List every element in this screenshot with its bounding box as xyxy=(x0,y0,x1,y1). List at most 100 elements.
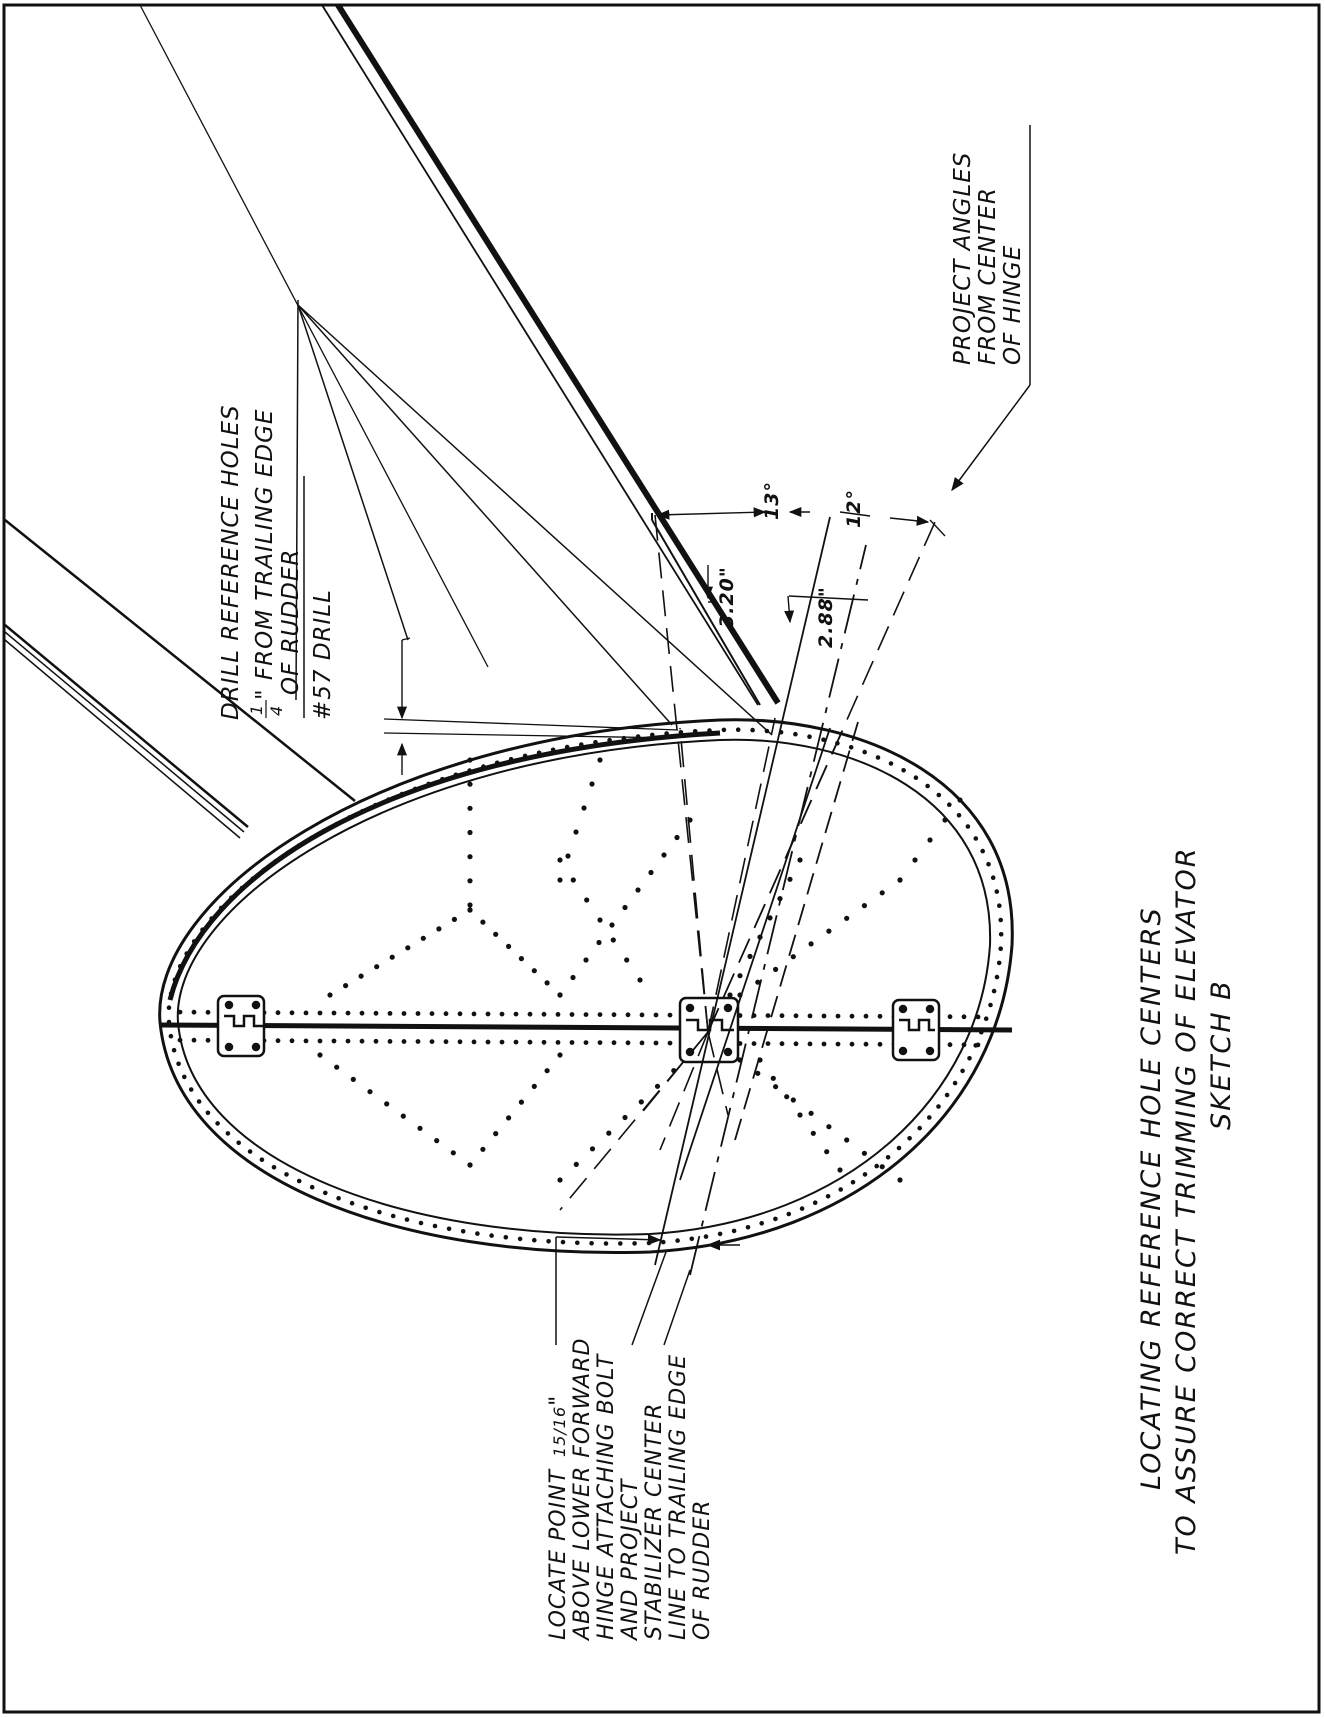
rivet-dot xyxy=(835,1041,841,1047)
rivet-pattern xyxy=(317,757,963,1183)
rivet-dot xyxy=(583,957,589,963)
rivet-dot xyxy=(717,1231,723,1237)
rivet-dot xyxy=(450,1150,456,1156)
rivet-dot xyxy=(480,919,486,925)
dim-distance-upper: 3.20" xyxy=(716,566,738,628)
rivet-dot xyxy=(861,903,868,909)
rivet-dot xyxy=(541,1039,547,1045)
rivet-dot xyxy=(755,1070,761,1076)
rivet-dot xyxy=(597,917,603,923)
rivet-dot xyxy=(765,1041,771,1046)
rivet-dot xyxy=(888,761,894,766)
rivet-dot xyxy=(177,1009,183,1015)
rivet-dot xyxy=(770,1075,776,1081)
rivet-dot xyxy=(654,1083,661,1089)
rivet-dot xyxy=(994,889,1000,894)
rivet-dot xyxy=(205,1110,211,1116)
rivet-dot xyxy=(377,1209,382,1215)
rivet-dot xyxy=(323,1190,328,1196)
rivet-dot xyxy=(874,1163,879,1169)
rivet-dot xyxy=(737,973,743,979)
rivet-dot xyxy=(480,1146,486,1152)
rivet-dot xyxy=(596,939,602,946)
rivet-dot xyxy=(849,1013,855,1019)
rivet-dot xyxy=(236,1140,241,1146)
rivet-dot xyxy=(986,861,991,867)
rivet-dot xyxy=(420,935,426,941)
rivet-dot xyxy=(432,1223,438,1229)
rivet-dot xyxy=(773,966,779,973)
drill-note-line2: " FROM TRAILING EDGE xyxy=(252,409,278,700)
rivet-dot xyxy=(848,745,854,750)
rivet-dot xyxy=(797,857,803,863)
rivet-dot xyxy=(387,1039,393,1044)
sketch-title: LOCATING REFERENCE HOLE CENTERS TO ASSUR… xyxy=(1136,846,1237,1555)
rivet-dot xyxy=(557,1052,563,1058)
distance-dimension-lines xyxy=(702,565,869,624)
title-line2: TO ASSURE CORRECT TRIMMING OF ELEVATOR xyxy=(1171,846,1202,1555)
rivet-dot xyxy=(557,877,563,883)
rivet-dot xyxy=(188,1087,194,1092)
drawing-border xyxy=(2,3,1321,1714)
rivet-dot xyxy=(973,836,979,841)
drill-note-line3: OF RUDDER xyxy=(278,549,304,695)
rivet-dot xyxy=(877,1041,883,1047)
rivet-dot xyxy=(373,1038,379,1044)
rivet-dot xyxy=(793,1041,799,1047)
rivet-dot xyxy=(247,1149,253,1154)
rivet-dot xyxy=(618,1241,623,1246)
rivet-dot xyxy=(513,1039,519,1045)
rivet-dot xyxy=(956,813,962,818)
elevator-beam xyxy=(321,3,781,706)
stabilizer-outline xyxy=(4,519,356,839)
locate-note-line2: ABOVE LOWER FORWARD xyxy=(570,1338,595,1642)
rivet-dot xyxy=(565,853,571,859)
rudder-disk xyxy=(158,718,1014,1255)
rivet-dot xyxy=(475,1231,480,1236)
rivet-dot xyxy=(275,1038,281,1044)
rivet-dot xyxy=(625,1012,631,1018)
rivet-dot xyxy=(373,1010,379,1016)
rivet-dot xyxy=(947,1014,953,1020)
rivet-dot xyxy=(557,1177,563,1183)
rivet-dot xyxy=(994,974,1000,980)
rivet-dot xyxy=(808,1110,814,1116)
rivet-dot xyxy=(345,1038,351,1044)
rivet-dot xyxy=(367,1089,373,1095)
rivet-dot xyxy=(750,727,755,733)
rivet-dot xyxy=(653,1012,659,1018)
rivet-dot xyxy=(952,1080,958,1086)
rivet-dot xyxy=(384,1101,390,1107)
rivet-dot xyxy=(569,1040,575,1045)
rivet-dot xyxy=(570,877,576,883)
rivet-dot xyxy=(359,1038,365,1044)
rivet-dot xyxy=(747,953,753,960)
rivet-dot xyxy=(358,973,364,979)
rivet-dot xyxy=(751,1041,757,1046)
rivet-dot xyxy=(415,1011,421,1016)
rivet-dot xyxy=(443,1039,449,1045)
drill-note: DRILL REFERENCE HOLES 1 4 " FROM TRAILIN… xyxy=(218,404,336,720)
rivet-dot xyxy=(467,907,473,913)
rivet-dot xyxy=(807,1013,813,1019)
rivet-dot xyxy=(773,1216,778,1222)
rivet-dot xyxy=(166,1005,172,1010)
rivet-dot xyxy=(331,1010,337,1016)
dim-distance-lower: 2.88" xyxy=(815,586,837,648)
rivet-dot xyxy=(850,1179,856,1185)
rivet-dot xyxy=(638,1099,644,1105)
rivet-dot xyxy=(790,1097,796,1103)
drill-note-line4: #57 DRILL xyxy=(310,589,336,720)
rivet-dot xyxy=(555,1040,561,1045)
rivet-dot xyxy=(988,1002,993,1008)
rivet-dot xyxy=(259,1157,265,1162)
rudder-outer-rim xyxy=(158,718,1014,1255)
rivet-dot xyxy=(374,964,380,970)
rivet-dot xyxy=(467,829,473,836)
rivet-dot xyxy=(350,1076,356,1082)
rivet-dot xyxy=(503,1235,509,1240)
rivet-dot xyxy=(793,1013,799,1019)
rivet-dot xyxy=(331,1038,337,1044)
project-note-line2: FROM CENTER xyxy=(975,187,1001,365)
rivet-dot xyxy=(942,817,948,823)
